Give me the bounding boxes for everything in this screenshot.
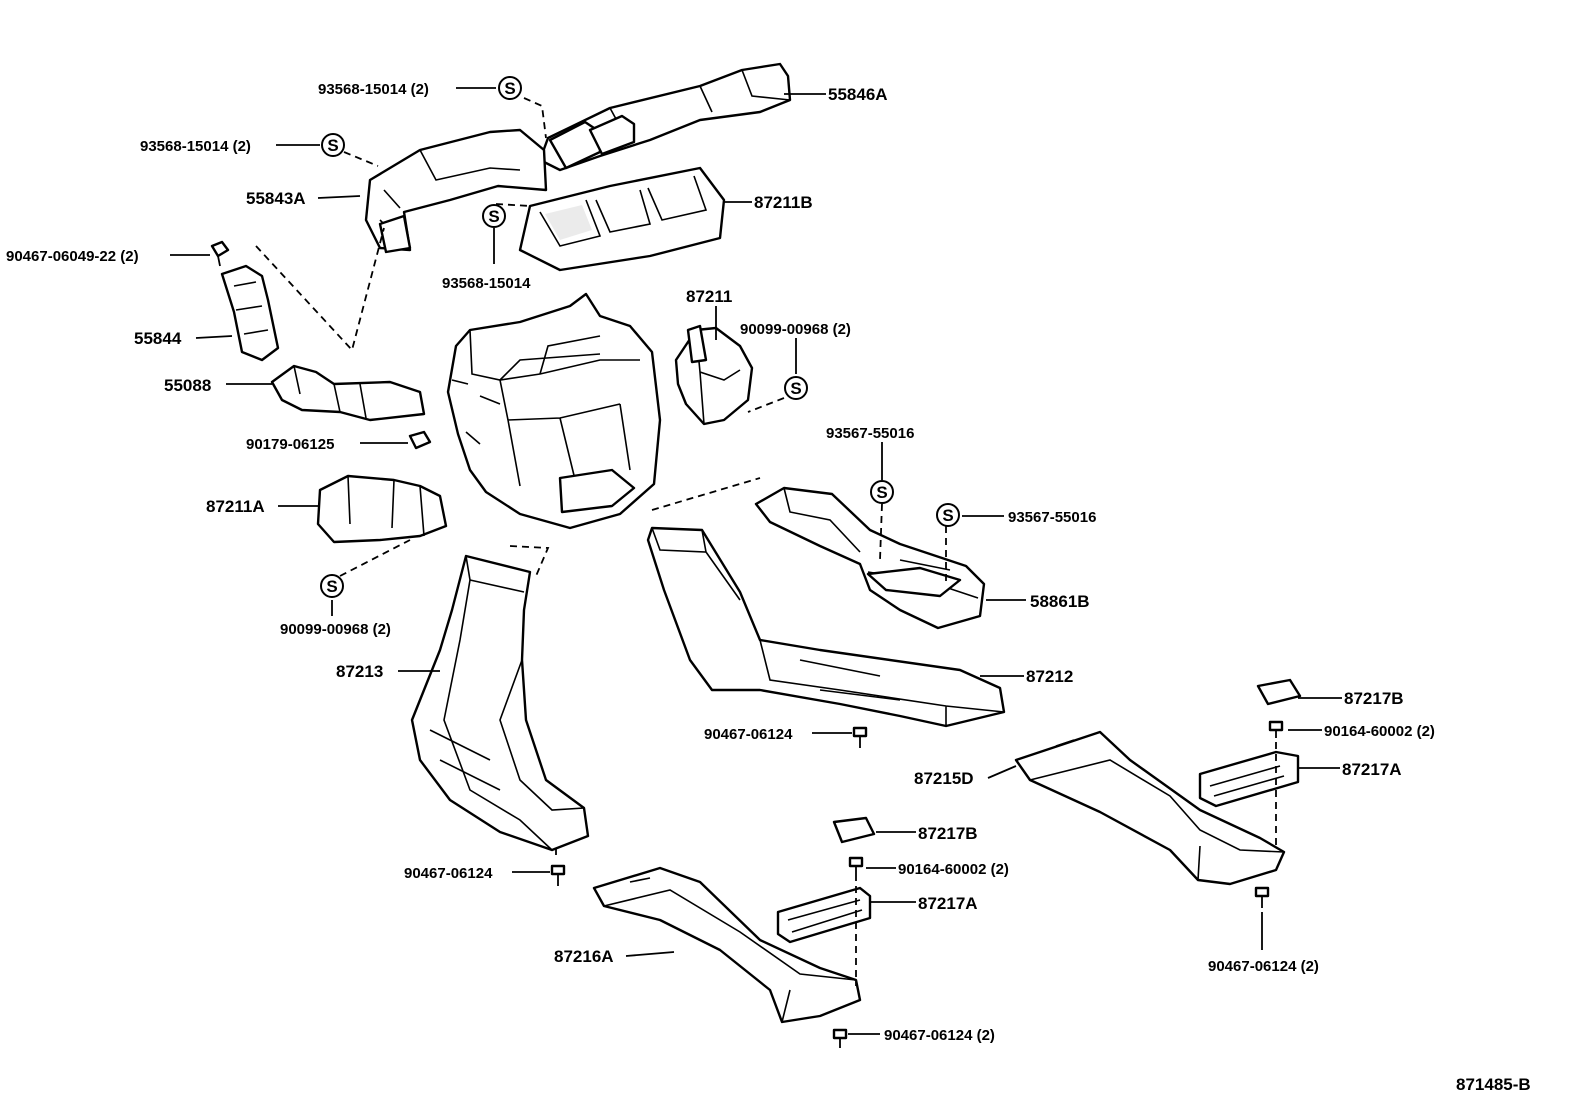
part-87217A-right-register xyxy=(1198,750,1300,808)
callout-90467-06124-left: 90467-06124 xyxy=(404,865,493,882)
part-87215D-duct xyxy=(1014,730,1286,886)
callout-87217A-lower: 87217A xyxy=(918,894,978,913)
callout-87216A: 87216A xyxy=(554,947,614,966)
screw-symbol: S xyxy=(870,480,894,504)
part-87217B-right-cap xyxy=(1256,678,1302,706)
callout-90099-00968-right: 90099-00968 (2) xyxy=(740,321,851,338)
assembly-dashed-lines xyxy=(255,97,1277,986)
screw-symbol: S xyxy=(498,76,522,100)
callout-87217B-lower: 87217B xyxy=(918,824,978,843)
screw-symbol: S xyxy=(482,204,506,228)
callout-90099-00968-left: 90099-00968 (2) xyxy=(280,621,391,638)
svg-text:S: S xyxy=(942,506,953,525)
callout-90164-60002-right: 90164-60002 (2) xyxy=(1324,723,1435,740)
part-87213-duct xyxy=(410,554,590,852)
part-87212-duct xyxy=(646,526,1006,728)
svg-text:S: S xyxy=(790,379,801,398)
fastener-clips xyxy=(210,240,1284,1048)
drawing-number: 871485-B xyxy=(1456,1075,1531,1094)
callout-93567-55016-top: 93567-55016 xyxy=(826,425,914,442)
callout-87217B-right: 87217B xyxy=(1344,689,1404,708)
callout-55088: 55088 xyxy=(164,376,211,395)
leader-lines xyxy=(170,87,1342,1035)
callout-90467-06124-bottom: 90467-06124 (2) xyxy=(884,1027,995,1044)
callout-93567-55016-right: 93567-55016 xyxy=(1008,509,1096,526)
callout-90179-06125: 90179-06125 xyxy=(246,436,334,453)
callout-87211B: 87211B xyxy=(754,193,813,212)
svg-text:S: S xyxy=(327,136,338,155)
callout-55844: 55844 xyxy=(134,329,182,348)
callout-90467-06049-22: 90467-06049-22 (2) xyxy=(6,248,139,265)
part-87211-damper xyxy=(674,324,754,426)
callout-87213: 87213 xyxy=(336,662,383,681)
part-55843A-duct xyxy=(364,128,548,254)
callout-90467-06124-right: 90467-06124 (2) xyxy=(1208,958,1319,975)
screw-symbol: S xyxy=(936,503,960,527)
part-55088-duct xyxy=(270,364,426,422)
part-main-unit xyxy=(446,292,662,530)
screw-symbol: S xyxy=(784,376,808,400)
svg-text:S: S xyxy=(504,79,515,98)
callout-87217A-right: 87217A xyxy=(1342,760,1402,779)
callout-93568-15014-mid: 93568-15014 xyxy=(442,275,531,292)
svg-text:S: S xyxy=(488,207,499,226)
callout-87212: 87212 xyxy=(1026,667,1073,686)
callout-55846A: 55846A xyxy=(828,85,888,104)
screw-symbol: S xyxy=(320,574,344,598)
callout-87215D: 87215D xyxy=(914,769,974,788)
part-87217A-lower-register xyxy=(776,886,872,944)
callout-55843A: 55843A xyxy=(246,189,306,208)
part-55846A-duct xyxy=(538,62,792,172)
callout-90467-06124-mid: 90467-06124 xyxy=(704,726,793,743)
screw-symbol: S xyxy=(321,133,345,157)
callout-87211A: 87211A xyxy=(206,497,265,516)
callout-93568-15014-left: 93568-15014 (2) xyxy=(140,138,251,155)
callout-87211: 87211 xyxy=(686,287,732,306)
part-87216A-duct xyxy=(592,866,862,1024)
svg-text:S: S xyxy=(876,483,887,502)
callout-58861B: 58861B xyxy=(1030,592,1090,611)
part-58861B-duct xyxy=(754,486,986,630)
callout-90164-60002-lower: 90164-60002 (2) xyxy=(898,861,1009,878)
svg-text:S: S xyxy=(326,577,337,596)
part-87217B-lower-cap xyxy=(832,816,876,844)
part-87211A-duct xyxy=(316,474,448,544)
part-87211B-register xyxy=(518,166,726,272)
part-55844-duct xyxy=(220,264,280,362)
callout-93568-15014-top: 93568-15014 (2) xyxy=(318,81,429,98)
